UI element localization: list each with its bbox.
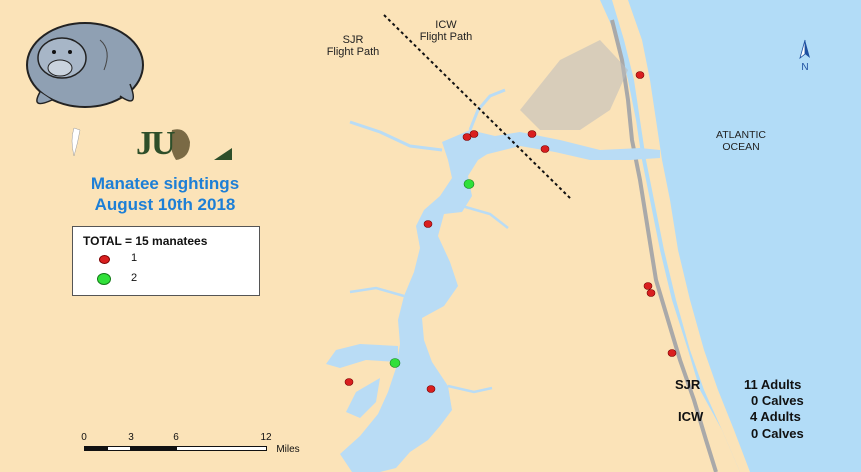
barrier-island	[612, 0, 750, 472]
north-label: N	[801, 62, 809, 73]
ju-logo: JU	[136, 125, 176, 162]
scale-segment	[130, 446, 177, 451]
sjr-label-line1: SJR	[342, 34, 364, 46]
title-line1: Manatee sightings	[90, 174, 240, 193]
sighting-marker	[635, 71, 645, 79]
ju-logo-leaf	[170, 129, 190, 160]
icw-marsh	[520, 40, 628, 130]
sighting-marker-pair	[463, 179, 475, 189]
tributary-far-west	[349, 286, 405, 298]
river-branch-west	[326, 344, 398, 368]
icw-flight-path-label: ICW Flight Path	[414, 19, 478, 43]
sighting-marker	[469, 130, 479, 138]
legend-symbol-two	[97, 273, 111, 285]
stats-icw-adults: 4 Adults	[750, 409, 801, 424]
sighting-marker	[423, 220, 433, 228]
atlantic-label-line1: ATLANTIC	[716, 129, 766, 141]
tributary-south	[447, 384, 493, 394]
sjr-flight-path-line	[383, 14, 573, 201]
ju-logo-triangle	[214, 148, 232, 160]
scale-tick-12: 12	[260, 432, 272, 443]
stats-sjr-label: SJR	[675, 377, 701, 392]
sighting-marker-pair	[389, 358, 401, 368]
ju-logo-swoosh	[71, 127, 81, 157]
scale-segment	[176, 446, 267, 451]
scale-tick-0: 0	[81, 432, 87, 443]
scale-segment	[84, 446, 108, 451]
sighting-marker	[540, 145, 550, 153]
river-branch-southwest	[346, 378, 380, 418]
sighting-markers	[344, 71, 677, 393]
stats-sjr-adults: 11 Adults	[744, 377, 802, 392]
title-line2: August 10th 2018	[94, 195, 236, 214]
scale-tick-3: 3	[128, 432, 134, 443]
scale-segment	[107, 446, 131, 451]
stats-icw-label: ICW	[678, 409, 704, 424]
scale-unit: Miles	[276, 444, 300, 455]
sighting-marker	[426, 385, 436, 393]
icw-label-line1: ICW	[435, 19, 457, 31]
river-mouth-channel	[470, 132, 660, 160]
manatee-cartoon	[26, 22, 144, 108]
legend-title: TOTAL = 15 manatees	[83, 234, 208, 248]
sighting-marker	[527, 130, 537, 138]
sjr-flight-path-label: SJR Flight Path	[326, 34, 380, 58]
st-johns-river	[340, 130, 500, 472]
legend-label-one: 1	[131, 252, 138, 264]
stats-sjr-calves: 0 Calves	[751, 393, 804, 408]
legend-label-two: 2	[131, 272, 138, 284]
tributary-north	[468, 88, 506, 131]
sighting-marker	[667, 349, 677, 357]
legend-symbol-one	[99, 255, 110, 264]
north-arrow: N	[793, 38, 817, 78]
sighting-marker	[646, 289, 656, 297]
sighting-marker	[643, 282, 653, 290]
legend: TOTAL = 15 manatees 1 2	[72, 226, 260, 296]
tributary-east	[461, 204, 509, 229]
sighting-marker	[344, 378, 354, 386]
sjr-label-line2: Flight Path	[326, 46, 380, 58]
scale-tick-6: 6	[173, 432, 179, 443]
intracoastal-waterway	[610, 19, 718, 472]
tributary-west	[349, 120, 443, 152]
atlantic-label-line2: OCEAN	[722, 141, 760, 153]
atlantic-ocean-label: ATLANTIC OCEAN	[698, 129, 784, 153]
map-title: Manatee sightings August 10th 2018	[40, 173, 290, 215]
north-arrow-icon	[799, 39, 810, 60]
icw-label-line2: Flight Path	[419, 31, 473, 43]
stats-icw-calves: 0 Calves	[751, 426, 804, 441]
atlantic-ocean	[600, 0, 861, 472]
